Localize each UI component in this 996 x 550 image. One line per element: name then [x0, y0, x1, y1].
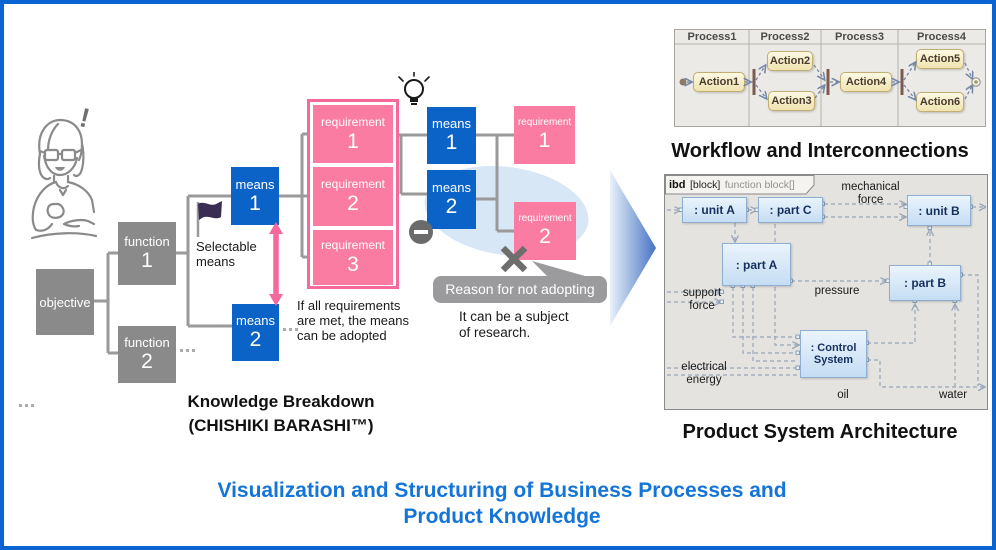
breakdown-caption-line1: Knowledge Breakdown: [187, 392, 375, 411]
pressure-label: pressure: [814, 285, 860, 297]
mechanical-force-label: mechanical force: [841, 181, 900, 206]
breakdown-caption: Knowledge Breakdown (CHISHIKI BARASHI™): [119, 390, 443, 438]
means-1b-box: means 1: [427, 107, 476, 164]
breakdown-caption-line2: (CHISHIKI BARASHI™): [188, 416, 374, 435]
part-c-block: : part C: [758, 197, 823, 223]
requirement-1b-box: requirement 1: [514, 106, 575, 164]
action-5-node: Action5: [916, 49, 964, 69]
function-2-box: function 2: [118, 326, 176, 383]
requirement-3-box: requirement 3: [313, 230, 393, 285]
part-b-block: : part B: [889, 265, 961, 301]
water-label: water: [938, 389, 968, 401]
action-2-node: Action2: [767, 51, 813, 71]
main-title-line1: Visualization and Structuring of Busines…: [217, 479, 787, 502]
architecture-heading: Product System Architecture: [682, 421, 958, 443]
research-note: It can be a subject of research.: [459, 309, 569, 340]
ellipsis-dots: [283, 328, 298, 331]
function-1-box: function 1: [118, 222, 176, 285]
main-title: Visualization and Structuring of Busines…: [4, 478, 992, 530]
transition-arrow-icon: [610, 170, 656, 326]
workflow-diagram: Process1 Process2 Process3 Process4 Acti…: [674, 29, 986, 127]
means-2-box: means 2: [232, 304, 279, 361]
process-4-header: Process4: [917, 31, 966, 43]
requirement-1-box: requirement 1: [313, 105, 393, 163]
electrical-energy-label: electrical energy: [681, 361, 727, 386]
action-1-node: Action1: [693, 72, 745, 92]
action-6-node: Action6: [916, 92, 964, 112]
selectable-double-arrow-icon: [269, 222, 283, 306]
lightbulb-icon: [398, 72, 430, 105]
process-2-header: Process2: [760, 31, 810, 43]
minus-icon: [409, 220, 433, 244]
flag-icon: [196, 201, 222, 237]
means-1-box: means 1: [231, 167, 279, 225]
workflow-heading: Workflow and Interconnections: [671, 140, 969, 162]
bubble-pointer: [532, 261, 592, 278]
x-mark-icon: [500, 245, 528, 273]
main-title-line2: Product Knowledge: [403, 505, 601, 528]
means-2b-box: means 2: [427, 170, 476, 229]
objective-label: objective: [39, 294, 91, 310]
process-1-header: Process1: [687, 31, 737, 43]
person-icon: [30, 118, 98, 240]
action-3-node: Action3: [768, 91, 815, 111]
reason-bubble: Reason for not adopting: [433, 276, 607, 303]
requirements-frame: requirement 1 requirement 2 requirement …: [307, 99, 399, 289]
action-4-node: Action4: [840, 72, 892, 92]
support-force-label: support force: [682, 287, 722, 312]
part-a-block: : part A: [722, 243, 791, 286]
unit-b-block: : unit B: [907, 195, 971, 226]
selectable-means-note: Selectable means: [196, 239, 257, 269]
requirement-2-box: requirement 2: [313, 167, 393, 226]
oil-label: oil: [837, 389, 849, 401]
ibd-diagram: ibd [block] function block[] : unit A : …: [664, 174, 988, 410]
ellipsis-dots: [19, 404, 34, 407]
control-system-block: : Control System: [800, 330, 867, 378]
ibd-frame-label: ibd [block] function block[]: [669, 179, 795, 191]
unit-a-block: : unit A: [682, 197, 747, 223]
adoption-note: If all requirements are met, the means c…: [297, 298, 409, 343]
objective-box: objective: [36, 269, 94, 335]
ellipsis-dots: [180, 349, 195, 352]
process-3-header: Process3: [835, 31, 884, 43]
